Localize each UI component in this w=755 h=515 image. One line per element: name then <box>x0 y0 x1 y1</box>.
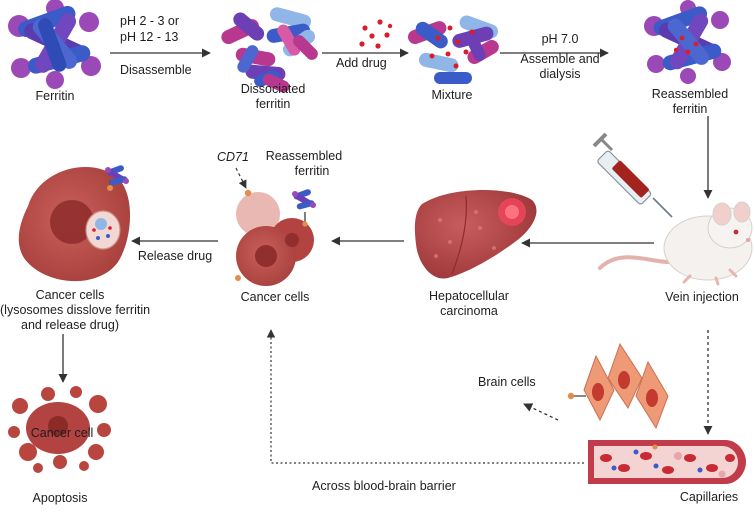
capillary-icon <box>588 440 746 484</box>
hcc-label-line1: Hepatocellular <box>429 289 509 303</box>
bbb-label: Across blood-brain barrier <box>312 479 456 493</box>
cancer-cells-left-line2: (lysosomes disslove ferritin <box>0 303 151 317</box>
ferritin-label: Ferritin <box>35 89 75 103</box>
drug-particles-icon <box>359 19 393 49</box>
liver-icon <box>414 189 537 279</box>
apoptosis-icon <box>8 386 111 473</box>
cancer-cells-group-icon <box>235 189 316 286</box>
mixture-label: Mixture <box>431 88 473 102</box>
mouse-icon <box>598 201 753 286</box>
capillaries-label: Capillaries <box>679 490 739 504</box>
cancer-cells-left-line3: and release drug) <box>21 318 119 332</box>
cancer-cell-icon <box>18 165 131 282</box>
dissociated-ferritin-icon <box>221 7 318 93</box>
reassembled-ferritin-mid-line1: Reassembled <box>265 149 343 163</box>
reassembled-ferritin-top-line1: Reassembled <box>651 87 729 101</box>
add-drug-label: Add drug <box>336 56 387 70</box>
reassembled-ferritin-top-line2: ferritin <box>672 102 708 116</box>
cancer-cell-label: Cancer cell <box>30 426 94 440</box>
step1-action-label: Disassemble <box>120 63 192 77</box>
ferritin-cluster-icon <box>8 0 101 89</box>
hcc-label-line2: carcinoma <box>440 304 498 318</box>
reassembled-ferritin-icon <box>644 0 731 84</box>
vein-injection-label: Vein injection <box>665 290 739 304</box>
step1-condition-line1: pH 2 - 3 or <box>120 14 180 28</box>
step3-action-line2: dialysis <box>539 67 581 81</box>
release-drug-label: Release drug <box>137 249 213 263</box>
brain-cells-label: Brain cells <box>478 375 536 389</box>
cd71-label: CD71 <box>217 150 249 164</box>
apoptosis-label: Apoptosis <box>32 491 88 505</box>
mixture-icon <box>408 15 499 84</box>
dissociated-ferritin-label-line2: ferritin <box>255 97 291 111</box>
reassembled-ferritin-mid-line2: ferritin <box>294 164 330 178</box>
step1-condition-line2: pH 12 - 13 <box>120 30 179 44</box>
brain-cell-icon <box>567 342 669 430</box>
syringe-icon <box>592 132 673 218</box>
step3-action-line1: Assemble and <box>520 52 600 66</box>
step3-ph-label: pH 7.0 <box>541 32 579 46</box>
dissociated-ferritin-label-line1: Dissociated <box>240 82 306 96</box>
cancer-cells-mid-label: Cancer cells <box>240 290 310 304</box>
cancer-cells-left-line1: Cancer cells <box>35 288 105 302</box>
